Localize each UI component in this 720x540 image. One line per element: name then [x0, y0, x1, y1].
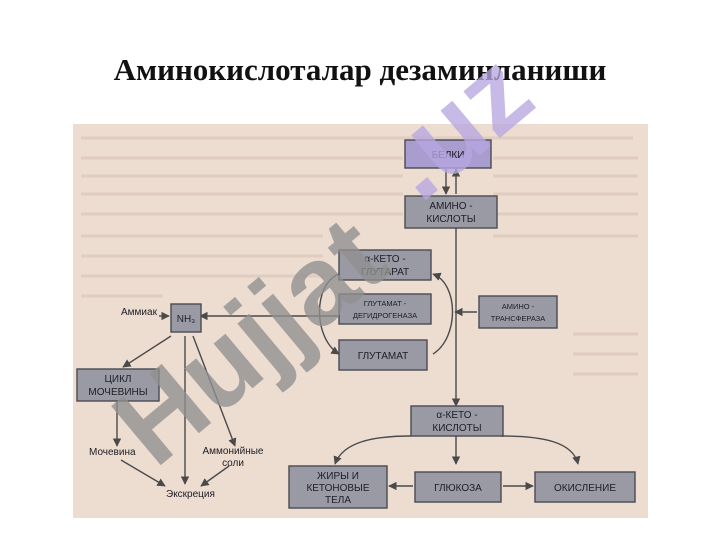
label-ammonium-salts-line2: соли: [222, 458, 244, 469]
node-nh3: NH₃: [177, 314, 196, 325]
arrow-nh3-to-ammonium-salts: [192, 335, 237, 447]
node-gdh-line2: ДЕГИДРОГЕНАЗА: [353, 311, 417, 320]
page-title: Аминокислоталар дезаминланиши: [113, 52, 607, 87]
node-fats-line3: ТЕЛА: [325, 495, 351, 506]
box-amino-acids: [404, 195, 498, 229]
arrow-glutamate-cycle: [318, 273, 340, 355]
box-keto-acids: [410, 405, 504, 437]
node-transferase-line1: АМИНО -: [502, 302, 535, 311]
box-fats-ketones: [288, 465, 388, 509]
box-glutamate: [338, 339, 428, 371]
diagram-scan: БЕЛКИ АМИНО - КИСЛОТЫ α-КЕТО - ГЛУТАРАТ …: [73, 124, 648, 518]
node-urea-cycle-line2: МОЧЕВИНЫ: [88, 387, 147, 398]
node-gdh-line1: ГЛУТАМАТ -: [364, 299, 407, 308]
arrow-salts-to-excretion: [200, 465, 230, 487]
box-oxidation: [534, 471, 636, 503]
node-glucose: ГЛЮКОЗА: [434, 483, 482, 494]
box-glucose: [414, 471, 502, 503]
arrow-urea-to-excretion: [120, 459, 166, 487]
node-transferase-line2: ТРАНСФЕРАЗА: [491, 314, 546, 323]
node-belki: БЕЛКИ: [432, 150, 465, 161]
node-glutamate: ГЛУТАМАТ: [358, 351, 409, 362]
free-labels: Аммиак Мочевина Аммонийные соли Экскреци…: [89, 307, 264, 500]
label-excretion: Экскреция: [166, 489, 215, 500]
box-keto-glutarate: [338, 249, 432, 281]
node-fats-line1: ЖИРЫ И: [317, 471, 359, 482]
node-keto-acids-line2: КИСЛОТЫ: [432, 423, 481, 434]
node-urea-cycle-line1: ЦИКЛ: [105, 374, 132, 385]
box-nh3: [170, 303, 202, 333]
box-belki: [404, 139, 492, 169]
background-text-lines: [81, 136, 638, 376]
node-keto-glutarate-line1: α-КЕТО -: [364, 254, 405, 265]
node-amino-line1: АМИНО -: [429, 201, 472, 212]
box-aminotransferase: [478, 295, 558, 329]
label-ammiak: Аммиак: [121, 307, 158, 318]
node-keto-acids-line1: α-КЕТО -: [436, 410, 477, 421]
arrow-transferase-cycle: [432, 272, 454, 355]
label-ammonium-salts-line1: Аммонийные: [203, 446, 264, 457]
node-oxidation: ОКИСЛЕНИЕ: [554, 483, 616, 494]
node-fats-line2: КЕТОНОВЫЕ: [306, 483, 369, 494]
arrow-keto-acids-to-fats: [333, 435, 412, 465]
boxes: [76, 139, 636, 509]
node-amino-line2: КИСЛОТЫ: [426, 214, 475, 225]
box-urea-cycle: [76, 368, 160, 402]
label-urea: Мочевина: [89, 447, 136, 458]
arrow-keto-acids-to-oxidation: [500, 435, 581, 465]
node-keto-glutarate-line2: ГЛУТАРАТ: [361, 267, 409, 278]
arrow-nh3-to-urea-cycle: [122, 335, 172, 368]
box-texts: БЕЛКИ АМИНО - КИСЛОТЫ α-КЕТО - ГЛУТАРАТ …: [88, 150, 616, 506]
arrows: [112, 168, 581, 491]
deamination-diagram: БЕЛКИ АМИНО - КИСЛОТЫ α-КЕТО - ГЛУТАРАТ …: [76, 136, 638, 509]
box-glutamate-dehydrogenase: [338, 293, 432, 325]
